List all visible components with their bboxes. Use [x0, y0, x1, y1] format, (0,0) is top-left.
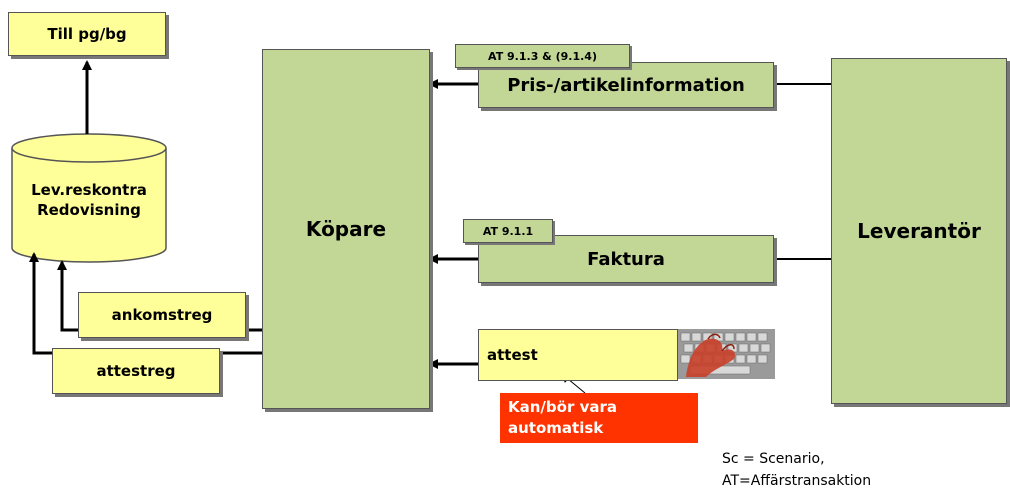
attestreg-box: attestreg [52, 348, 220, 394]
callout-line2: automatisk [508, 419, 604, 437]
faktura-label: Faktura [587, 248, 665, 270]
pris-artikel-label: Pris-/artikelinformation [507, 74, 745, 96]
faktura-box: Faktura [478, 235, 774, 283]
leverantor-box: Leverantör [831, 58, 1007, 404]
faktura-at-tag: AT 9.1.1 [463, 219, 553, 243]
pris-artikel-box: Pris-/artikelinformation [478, 62, 774, 108]
ankomstreg-label: ankomstreg [111, 306, 213, 324]
database-label-line2: Redovisning [37, 201, 141, 219]
till-pg-bg-box: Till pg/bg [8, 12, 166, 56]
callout-line1: Kan/bör vara [508, 398, 617, 416]
pris-at-tag: AT 9.1.3 & (9.1.4) [455, 44, 630, 68]
pris-at-tag-label: AT 9.1.3 & (9.1.4) [488, 49, 597, 63]
attestreg-label: attestreg [96, 362, 176, 380]
legend-line1: Sc = Scenario, [722, 451, 825, 467]
database-label-line1: Lev.reskontra [31, 181, 147, 199]
automation-callout: Kan/bör vara automatisk [500, 393, 698, 443]
database-cylinder [11, 133, 167, 263]
faktura-at-tag-label: AT 9.1.1 [482, 224, 534, 238]
legend-note: Sc = Scenario, AT=Affärstransaktion [722, 448, 871, 492]
keyboard-image [678, 329, 775, 379]
leverantor-label: Leverantör [857, 219, 981, 243]
attest-label: attest [487, 346, 538, 364]
legend-line2: AT=Affärstransaktion [722, 473, 872, 489]
ankomstreg-box: ankomstreg [78, 292, 246, 338]
attest-box: attest [478, 329, 678, 381]
database-label: Lev.reskontra Redovisning [12, 180, 166, 220]
kopare-box: Köpare [262, 49, 430, 409]
kopare-label: Köpare [305, 217, 387, 241]
keyboard-icon [678, 329, 775, 379]
till-pg-bg-label: Till pg/bg [47, 25, 127, 43]
